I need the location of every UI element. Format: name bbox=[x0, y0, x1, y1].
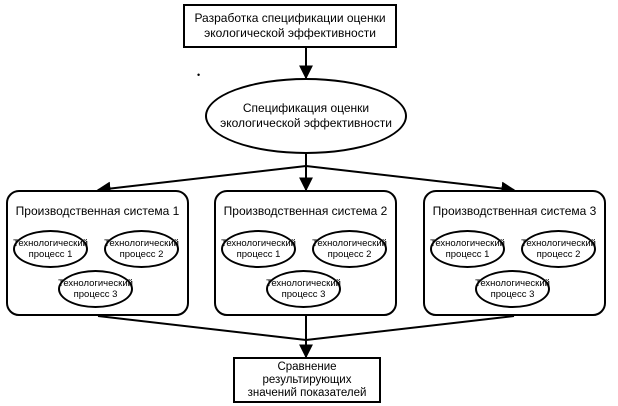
process-1: Технологический процесс 1 bbox=[221, 230, 296, 268]
process-label: Технологический bbox=[521, 238, 596, 249]
process-label: Технологический bbox=[312, 238, 387, 249]
line-system-3-to-merge bbox=[305, 315, 515, 341]
specification-ellipse: Спецификация оценки экологической эффект… bbox=[205, 78, 407, 154]
process-label: Технологический bbox=[430, 238, 505, 249]
process-2: Технологический процесс 2 bbox=[521, 230, 596, 268]
process-label: Технологический bbox=[13, 238, 88, 249]
production-system-2: Производственная система 2 Технологическ… bbox=[214, 190, 397, 316]
production-system-3: Производственная система 3 Технологическ… bbox=[423, 190, 606, 316]
process-number: процесс 3 bbox=[73, 289, 118, 300]
production-system-1: Производственная система 1 Технологическ… bbox=[6, 190, 189, 316]
process-label: Технологический bbox=[266, 278, 341, 289]
process-number: процесс 1 bbox=[445, 249, 490, 260]
stray-mark: • bbox=[197, 70, 201, 80]
process-1: Технологический процесс 1 bbox=[430, 230, 505, 268]
specification-line-2: экологической эффективности bbox=[220, 116, 392, 130]
process-number: процесс 3 bbox=[281, 289, 326, 300]
comparison-line-2: результирующих bbox=[262, 373, 352, 386]
develop-specification-line-1: Разработка спецификации оценки bbox=[194, 11, 386, 25]
production-system-title: Производственная система 3 bbox=[432, 204, 597, 218]
develop-specification-box: Разработка спецификации оценки экологиче… bbox=[183, 4, 397, 48]
develop-specification-line-2: экологической эффективности bbox=[204, 26, 376, 40]
process-3: Технологический процесс 3 bbox=[266, 270, 341, 308]
process-3: Технологический процесс 3 bbox=[58, 270, 133, 308]
comparison-line-1: Сравнение bbox=[277, 360, 337, 373]
process-number: процесс 1 bbox=[236, 249, 281, 260]
line-system-1-to-merge bbox=[97, 315, 307, 341]
arrow-to-system-1 bbox=[96, 165, 307, 196]
specification-line-1: Спецификация оценки bbox=[242, 101, 370, 115]
arrow-to-system-3 bbox=[305, 165, 516, 196]
process-label: Технологический bbox=[475, 278, 550, 289]
process-number: процесс 3 bbox=[490, 289, 535, 300]
process-label: Технологический bbox=[58, 278, 133, 289]
process-number: процесс 2 bbox=[119, 249, 164, 260]
process-number: процесс 1 bbox=[28, 249, 73, 260]
comparison-line-3: значений показателей bbox=[247, 386, 367, 399]
process-label: Технологический bbox=[104, 238, 179, 249]
production-system-title: Производственная система 2 bbox=[223, 204, 388, 218]
process-2: Технологический процесс 2 bbox=[104, 230, 179, 268]
production-system-title: Производственная система 1 bbox=[15, 204, 180, 218]
process-2: Технологический процесс 2 bbox=[312, 230, 387, 268]
process-label: Технологический bbox=[221, 238, 296, 249]
comparison-box: Сравнение результирующих значений показа… bbox=[233, 357, 381, 403]
process-number: процесс 2 bbox=[536, 249, 581, 260]
process-3: Технологический процесс 3 bbox=[475, 270, 550, 308]
process-1: Технологический процесс 1 bbox=[13, 230, 88, 268]
process-number: процесс 2 bbox=[327, 249, 372, 260]
